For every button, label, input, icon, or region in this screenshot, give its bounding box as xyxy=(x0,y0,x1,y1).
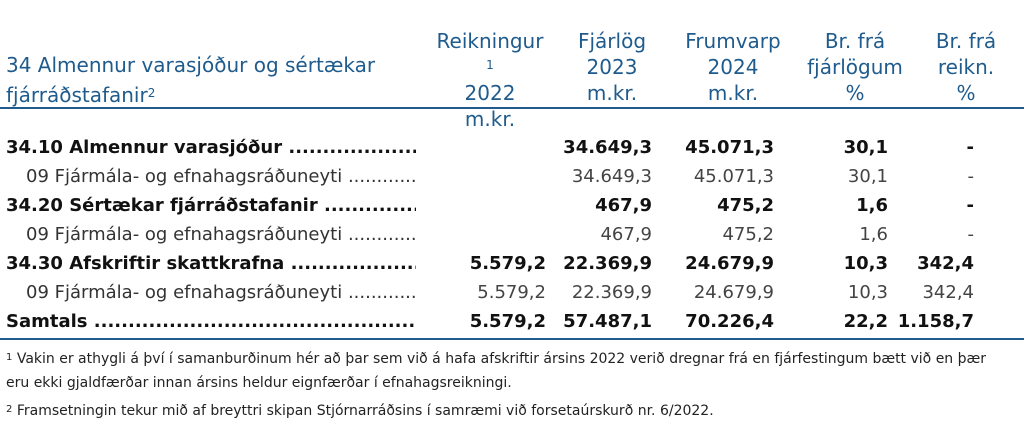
cell-frumvarp: 45.071,3 xyxy=(685,137,774,158)
row-label-text: 09 Fjármála- og efnahagsráðuneyti xyxy=(26,166,343,187)
column-header-br-fjarlogum: Br. frá fjárlögum % xyxy=(800,28,910,106)
cell-frumvarp: 70.226,4 xyxy=(685,311,774,332)
col1-footnote-marker: 1 xyxy=(486,58,494,72)
footnote-1-line1: Vakin er athygli á því í samanburðinum h… xyxy=(12,351,987,367)
cell-br-fjarlogum: 1,6 xyxy=(856,195,888,216)
cell-br-fjarlogum: 10,3 xyxy=(847,282,888,303)
col5-line2: reikn. xyxy=(937,55,995,79)
cell-fjarlog: 467,9 xyxy=(600,224,652,245)
footnote-2: 2 Framsetningin tekur mið af breyttri sk… xyxy=(6,399,1006,423)
table-row: 09 Fjármála- og efnahagsráðuneyti ......… xyxy=(0,162,1024,191)
col4-line3: % xyxy=(845,81,865,105)
table-row: 34.30 Afskriftir skattkrafna ...........… xyxy=(0,249,1024,278)
row-label-text: 34.10 Almennur varasjóður xyxy=(6,137,283,158)
footnote-2-line1: Framsetningin tekur mið af breyttri skip… xyxy=(12,403,714,419)
cell-reikningur: 5.579,2 xyxy=(477,282,546,303)
col5-line3: % xyxy=(956,81,976,105)
cell-br-reikn: 342,4 xyxy=(917,253,974,274)
col2-line2: 2023 xyxy=(586,55,638,79)
cell-br-reikn: - xyxy=(967,166,975,187)
table-row: 34.20 Sértækar fjárráðstafanir .........… xyxy=(0,191,1024,220)
col3-line2: 2024 xyxy=(707,55,759,79)
title-footnote-marker: 2 xyxy=(147,86,156,100)
row-label-text: 09 Fjármála- og efnahagsráðuneyti xyxy=(26,224,343,245)
cell-reikningur: 5.579,2 xyxy=(469,253,546,274)
row-label-text: 34.30 Afskriftir skattkrafna xyxy=(6,253,285,274)
cell-reikningur: 5.579,2 xyxy=(469,311,546,332)
cell-br-fjarlogum: 30,1 xyxy=(847,166,888,187)
column-header-frumvarp: Frumvarp 2024 m.kr. xyxy=(678,28,788,106)
table-row-total: Samtals ................................… xyxy=(0,307,1024,336)
cell-frumvarp: 475,2 xyxy=(717,195,774,216)
col1-line3: m.kr. xyxy=(464,107,516,131)
cell-frumvarp: 24.679,9 xyxy=(693,282,774,303)
cell-fjarlog: 22.369,9 xyxy=(571,282,652,303)
cell-br-fjarlogum: 22,2 xyxy=(843,311,888,332)
row-label: 09 Fjármála- og efnahagsráðuneyti ......… xyxy=(26,282,416,303)
footnote-1: 1 Vakin er athygli á því í samanburðinum… xyxy=(6,347,1006,395)
cell-br-reikn: - xyxy=(966,137,974,158)
cell-frumvarp: 24.679,9 xyxy=(685,253,774,274)
table-title-line2: fjárráðstafanir2 xyxy=(6,80,426,110)
row-label: 34.10 Almennur varasjóður ..............… xyxy=(6,137,416,158)
cell-br-fjarlogum: 30,1 xyxy=(843,137,888,158)
cell-frumvarp: 45.071,3 xyxy=(693,166,774,187)
footnote-1-line2: eru ekki gjaldfærðar innan ársins heldur… xyxy=(6,375,512,391)
table-row: 09 Fjármála- og efnahagsráðuneyti ......… xyxy=(0,278,1024,307)
cell-br-reikn: 1.158,7 xyxy=(897,311,974,332)
col3-line3: m.kr. xyxy=(707,81,759,105)
table-title-line1: 34 Almennur varasjóður og sértækar xyxy=(6,53,376,77)
cell-br-reikn: 342,4 xyxy=(922,282,974,303)
cell-br-fjarlogum: 1,6 xyxy=(859,224,888,245)
header-divider xyxy=(0,107,1024,109)
col4-line2: fjárlögum xyxy=(807,55,903,79)
column-header-br-reikn: Br. frá reikn. % xyxy=(920,28,1012,106)
footnote-1-marker: 1 xyxy=(6,352,13,363)
table-title-line2-text: fjárráðstafanir xyxy=(6,83,148,107)
cell-br-reikn: - xyxy=(966,195,974,216)
row-label: 34.20 Sértækar fjárráðstafanir .........… xyxy=(6,195,416,216)
col1-line1: Reikningur xyxy=(436,29,544,53)
table-title: 34 Almennur varasjóður og sértækar fjárr… xyxy=(6,50,426,110)
cell-br-fjarlogum: 10,3 xyxy=(843,253,888,274)
column-header-fjarlog: Fjárlög 2023 m.kr. xyxy=(562,28,662,106)
cell-br-reikn: - xyxy=(967,224,975,245)
row-label-text: 34.20 Sértækar fjárráðstafanir xyxy=(6,195,318,216)
footnote-2-marker: 2 xyxy=(6,404,13,415)
col2-line1: Fjárlög xyxy=(577,29,647,53)
col4-line1: Br. frá xyxy=(824,29,886,53)
row-label: 34.30 Afskriftir skattkrafna ...........… xyxy=(6,253,416,274)
cell-frumvarp: 475,2 xyxy=(722,224,774,245)
cell-fjarlog: 22.369,9 xyxy=(563,253,652,274)
cell-fjarlog: 57.487,1 xyxy=(563,311,652,332)
row-label-text: 09 Fjármála- og efnahagsráðuneyti xyxy=(26,282,343,303)
col2-line3: m.kr. xyxy=(586,81,638,105)
row-label-text: Samtals xyxy=(6,311,88,332)
table-row: 34.10 Almennur varasjóður ..............… xyxy=(0,133,1024,162)
table-header: 34 Almennur varasjóður og sértækar fjárr… xyxy=(0,0,1024,131)
col1-line2: 2022 xyxy=(464,81,516,105)
col5-line1: Br. frá xyxy=(935,29,997,53)
cell-fjarlog: 467,9 xyxy=(595,195,652,216)
row-label: 09 Fjármála- og efnahagsráðuneyti ......… xyxy=(26,166,416,187)
table-row: 09 Fjármála- og efnahagsráðuneyti ......… xyxy=(0,220,1024,249)
row-label: 09 Fjármála- og efnahagsráðuneyti ......… xyxy=(26,224,416,245)
col3-line1: Frumvarp xyxy=(685,29,781,53)
footer-divider xyxy=(0,338,1024,340)
row-label: Samtals ................................… xyxy=(6,311,416,332)
column-header-reikningur: Reikningur 1 2022 m.kr. xyxy=(430,28,550,132)
cell-fjarlog: 34.649,3 xyxy=(571,166,652,187)
cell-fjarlog: 34.649,3 xyxy=(563,137,652,158)
